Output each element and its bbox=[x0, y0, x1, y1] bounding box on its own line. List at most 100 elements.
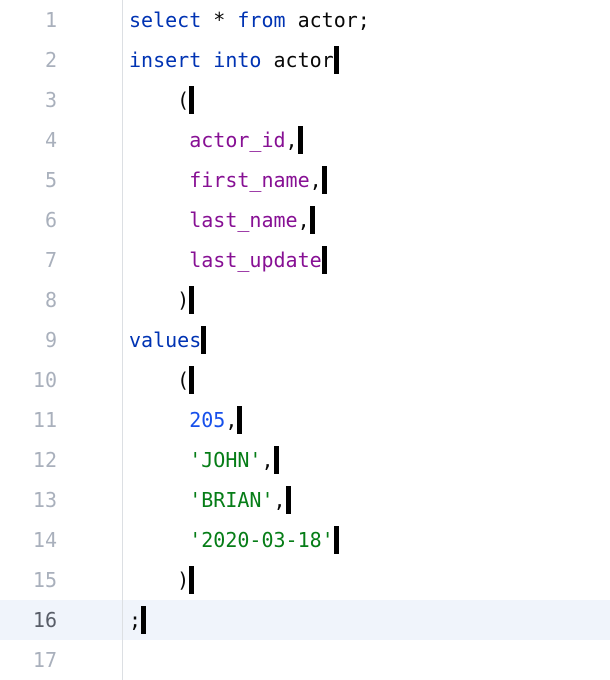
text-caret bbox=[309, 205, 315, 234]
code-token-plain bbox=[129, 248, 189, 272]
code-token-string: 'JOHN' bbox=[189, 448, 262, 472]
code-text[interactable]: 205, bbox=[123, 400, 610, 440]
code-text[interactable]: ) bbox=[123, 280, 610, 320]
line-number[interactable]: 13 bbox=[0, 480, 123, 520]
line-number[interactable]: 15 bbox=[0, 560, 123, 600]
line-number[interactable]: 12 bbox=[0, 440, 123, 480]
code-line[interactable]: 9 values bbox=[0, 320, 610, 360]
code-text[interactable]: select * from actor; bbox=[123, 0, 610, 40]
code-line[interactable]: 12 'JOHN', bbox=[0, 440, 610, 480]
code-token-plain bbox=[129, 488, 189, 512]
line-number[interactable]: 5 bbox=[0, 160, 123, 200]
text-caret bbox=[321, 165, 327, 194]
code-line[interactable]: 14 '2020-03-18' bbox=[0, 520, 610, 560]
line-number[interactable]: 11 bbox=[0, 400, 123, 440]
code-token-keyword: into bbox=[213, 48, 262, 72]
code-text[interactable]: last_update bbox=[123, 240, 610, 280]
code-line[interactable]: 10 ( bbox=[0, 360, 610, 400]
code-token-plain: , bbox=[225, 408, 238, 432]
code-token-string: 'BRIAN' bbox=[189, 488, 274, 512]
code-token-plain: ) bbox=[129, 568, 190, 592]
code-text[interactable]: 'BRIAN', bbox=[123, 480, 610, 520]
code-text[interactable] bbox=[123, 640, 610, 680]
code-token-plain: , bbox=[273, 488, 286, 512]
code-text[interactable]: actor_id, bbox=[123, 120, 610, 160]
code-text[interactable]: last_name, bbox=[123, 200, 610, 240]
line-number[interactable]: 2 bbox=[0, 40, 123, 80]
code-line[interactable]: 11 205, bbox=[0, 400, 610, 440]
code-line[interactable]: 4 actor_id, bbox=[0, 120, 610, 160]
code-token-plain bbox=[129, 168, 189, 192]
code-token-identifier: last_update bbox=[189, 248, 322, 272]
code-token-plain: * bbox=[201, 8, 238, 32]
code-token-plain bbox=[201, 48, 213, 72]
code-line[interactable]: 15 ) bbox=[0, 560, 610, 600]
line-number[interactable]: 8 bbox=[0, 280, 123, 320]
code-token-identifier: first_name bbox=[189, 168, 310, 192]
code-token-plain: ( bbox=[129, 88, 190, 112]
code-text[interactable]: first_name, bbox=[123, 160, 610, 200]
line-number[interactable]: 3 bbox=[0, 80, 123, 120]
text-caret bbox=[189, 365, 195, 394]
code-token-identifier: last_name bbox=[189, 208, 298, 232]
line-number[interactable]: 7 bbox=[0, 240, 123, 280]
code-token-keyword: select bbox=[129, 8, 202, 32]
line-number[interactable]: 14 bbox=[0, 520, 123, 560]
text-caret bbox=[189, 285, 195, 314]
code-token-plain: , bbox=[285, 128, 298, 152]
code-token-number: 205 bbox=[189, 408, 226, 432]
code-line[interactable]: 3 ( bbox=[0, 80, 610, 120]
code-text[interactable]: ( bbox=[123, 360, 610, 400]
code-line[interactable]: 13 'BRIAN', bbox=[0, 480, 610, 520]
text-caret bbox=[321, 245, 327, 274]
code-text[interactable]: '2020-03-18' bbox=[123, 520, 610, 560]
code-token-plain: , bbox=[261, 448, 274, 472]
code-token-plain: , bbox=[309, 168, 322, 192]
code-text[interactable]: 'JOHN', bbox=[123, 440, 610, 480]
code-token-plain bbox=[129, 528, 189, 552]
code-text[interactable]: ; bbox=[123, 600, 610, 640]
code-line[interactable]: 2 insert into actor bbox=[0, 40, 610, 80]
code-token-plain: , bbox=[297, 208, 310, 232]
code-token-plain: actor; bbox=[285, 8, 370, 32]
code-token-plain: ( bbox=[129, 368, 190, 392]
line-number[interactable]: 6 bbox=[0, 200, 123, 240]
code-line[interactable]: 8 ) bbox=[0, 280, 610, 320]
code-line[interactable]: 7 last_update bbox=[0, 240, 610, 280]
text-caret bbox=[297, 125, 303, 154]
text-caret bbox=[333, 45, 339, 74]
code-line[interactable]: 6 last_name, bbox=[0, 200, 610, 240]
code-text[interactable]: insert into actor bbox=[123, 40, 610, 80]
code-token-plain bbox=[129, 208, 189, 232]
code-token-plain bbox=[129, 128, 189, 152]
code-line[interactable]: 17 bbox=[0, 640, 610, 680]
code-token-plain: actor bbox=[261, 48, 334, 72]
code-line[interactable]: 5 first_name, bbox=[0, 160, 610, 200]
code-token-plain: ) bbox=[129, 288, 190, 312]
text-caret bbox=[189, 85, 195, 114]
line-number[interactable]: 4 bbox=[0, 120, 123, 160]
code-token-keyword: values bbox=[129, 328, 202, 352]
text-caret bbox=[189, 565, 195, 594]
line-number[interactable]: 9 bbox=[0, 320, 123, 360]
line-number[interactable]: 16 bbox=[0, 600, 123, 640]
text-caret bbox=[273, 445, 279, 474]
code-text[interactable]: values bbox=[123, 320, 610, 360]
text-caret bbox=[333, 525, 339, 554]
text-caret bbox=[201, 325, 207, 354]
code-line[interactable]: 16 ; bbox=[0, 600, 610, 640]
line-number[interactable]: 10 bbox=[0, 360, 123, 400]
code-token-keyword: from bbox=[237, 8, 286, 32]
code-text[interactable]: ( bbox=[123, 80, 610, 120]
line-number[interactable]: 17 bbox=[0, 640, 123, 680]
code-text[interactable]: ) bbox=[123, 560, 610, 600]
code-token-string: '2020-03-18' bbox=[189, 528, 334, 552]
code-token-keyword: insert bbox=[129, 48, 202, 72]
code-token-plain bbox=[129, 408, 189, 432]
code-token-plain bbox=[129, 448, 189, 472]
code-line[interactable]: 1 select * from actor; bbox=[0, 0, 610, 40]
text-caret bbox=[285, 485, 291, 514]
line-number[interactable]: 1 bbox=[0, 0, 123, 40]
